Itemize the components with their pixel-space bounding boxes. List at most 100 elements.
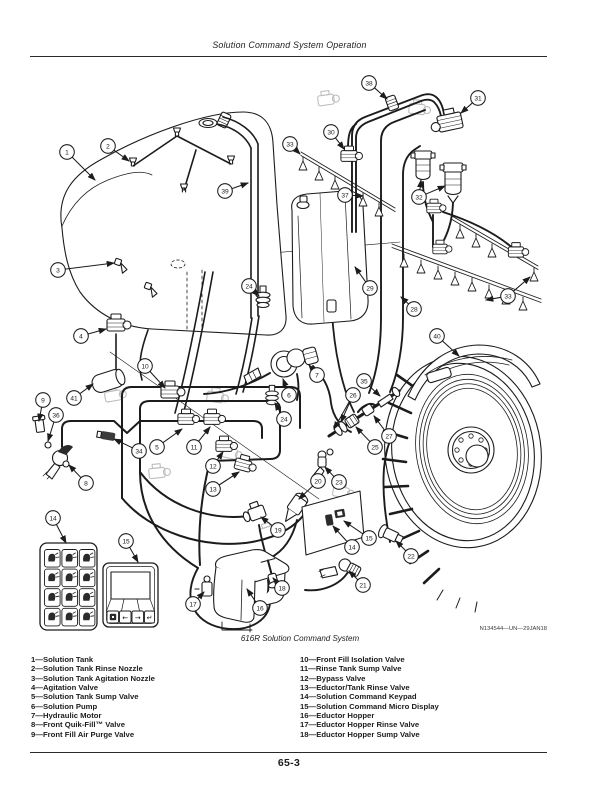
callout-24: 24 — [241, 278, 260, 297]
callout-21: 21 — [348, 570, 371, 593]
keypad-key-icon-11 — [61, 607, 78, 627]
legend-item: 1—Solution Tank — [31, 655, 94, 664]
hopper — [194, 549, 290, 633]
svg-text:38: 38 — [365, 80, 373, 87]
keypad-key-icon-10 — [44, 607, 61, 627]
svg-text:12: 12 — [209, 463, 217, 470]
legend-item: 10—Front Fill Isolation Valve — [300, 655, 405, 664]
callout-28: 28 — [400, 296, 422, 317]
callout-layer: 1234567891011121314151415161718192021222… — [35, 75, 531, 616]
svg-text:24: 24 — [280, 416, 288, 423]
legend-item: 8—Front Quik-Fill™ Valve — [31, 720, 125, 730]
legend-item: 12—Bypass Valve — [300, 673, 366, 683]
svg-text:14: 14 — [49, 515, 57, 522]
svg-text:17: 17 — [189, 601, 197, 608]
callout-24: 24 — [274, 402, 292, 427]
svg-text:25: 25 — [371, 444, 379, 451]
keypad-key-icon-3 — [78, 549, 96, 568]
keypad-key-icon-6 — [78, 568, 96, 588]
svg-text:21: 21 — [359, 582, 367, 589]
svg-text:34: 34 — [135, 448, 143, 455]
callout-32: 32 — [411, 178, 446, 205]
callout-2: 2 — [100, 138, 130, 162]
callout-38: 38 — [361, 75, 388, 100]
callout-35: 35 — [356, 373, 381, 397]
callout-7: 7 — [308, 364, 325, 383]
manifold-plumbing — [32, 313, 309, 569]
keypad-key-icon-8 — [61, 588, 78, 607]
legend-item: 9—Front Fill Air Purge Valve — [31, 729, 135, 739]
callout-33: 33 — [484, 276, 531, 304]
display-enter-button — [144, 610, 155, 624]
strainer-filters — [410, 150, 467, 204]
callout-6: 6 — [281, 378, 297, 403]
spray-plumbing — [347, 93, 517, 394]
solution-tank — [60, 111, 287, 416]
wheel — [381, 355, 542, 613]
legend-item: 16—Eductor Hopper — [300, 711, 375, 721]
enter-icon: ↵ — [147, 614, 153, 622]
svg-text:31: 31 — [474, 95, 482, 102]
callout-40: 40 — [429, 328, 460, 357]
svg-text:13: 13 — [209, 486, 217, 493]
svg-text:24: 24 — [245, 283, 253, 290]
right-arrow-icon: → — [135, 614, 141, 622]
figure-ref-code: N134544—UN—29JAN18 — [479, 626, 547, 632]
display-left-arrow-button — [119, 610, 132, 624]
keypad-location-icon — [325, 514, 334, 526]
spray-booms — [298, 145, 542, 311]
callout-14: 14 — [45, 510, 67, 544]
svg-text:27: 27 — [385, 433, 393, 440]
callout-3: 3 — [50, 260, 116, 278]
callout-19: 19 — [260, 516, 286, 538]
svg-text:8: 8 — [84, 480, 88, 487]
svg-text:29: 29 — [366, 285, 374, 292]
callout-15: 15 — [343, 520, 377, 546]
callout-33: 33 — [282, 136, 301, 155]
legend-item: 11—Rinse Tank Sump Valve — [300, 664, 402, 674]
callout-14: 14 — [332, 525, 360, 555]
callout-31: 31 — [460, 90, 486, 114]
callout-9: 9 — [35, 392, 51, 423]
callout-1: 1 — [59, 144, 96, 181]
svg-text:28: 28 — [410, 306, 418, 313]
page-title: Solution Command System Operation — [212, 40, 367, 50]
svg-text:2: 2 — [106, 143, 110, 150]
keypad-illustration — [39, 542, 98, 631]
callout-17: 17 — [185, 591, 205, 612]
callout-10: 10 — [137, 358, 166, 389]
keypad-key-icon-4 — [44, 568, 61, 588]
display-illustration: ← → ↵ — [102, 562, 159, 628]
svg-text:23: 23 — [335, 479, 343, 486]
callout-16: 16 — [246, 588, 268, 616]
keypad-key-icon-1 — [44, 549, 61, 568]
pump-assembly — [203, 346, 352, 433]
legend-item: 13—Eductor/Tank Rinse Valve — [300, 683, 410, 693]
keypad-key-icon-2 — [61, 549, 78, 568]
nozzle-body-valve — [430, 107, 464, 133]
callout-20: 20 — [298, 473, 326, 500]
callout-30: 30 — [323, 124, 345, 150]
callout-4: 4 — [73, 327, 108, 344]
display-screen — [110, 571, 151, 600]
header-rule — [30, 56, 547, 57]
legend-item: 14—Solution Command Keypad — [300, 692, 417, 702]
callout-18: 18 — [272, 577, 290, 596]
svg-text:6: 6 — [287, 392, 291, 399]
svg-text:5: 5 — [155, 444, 159, 451]
keypad-key-icon-5 — [61, 568, 78, 588]
svg-text:22: 22 — [407, 553, 415, 560]
svg-text:16: 16 — [256, 605, 264, 612]
svg-text:35: 35 — [360, 378, 368, 385]
page-number: 65-3 — [277, 757, 301, 769]
legend-item: 17—Eductor Hopper Rinse Valve — [300, 720, 420, 730]
svg-text:32: 32 — [415, 194, 423, 201]
svg-text:4: 4 — [79, 333, 83, 340]
svg-text:41: 41 — [70, 395, 78, 402]
callout-23: 23 — [324, 466, 347, 490]
svg-text:37: 37 — [341, 192, 349, 199]
svg-text:9: 9 — [41, 397, 45, 404]
